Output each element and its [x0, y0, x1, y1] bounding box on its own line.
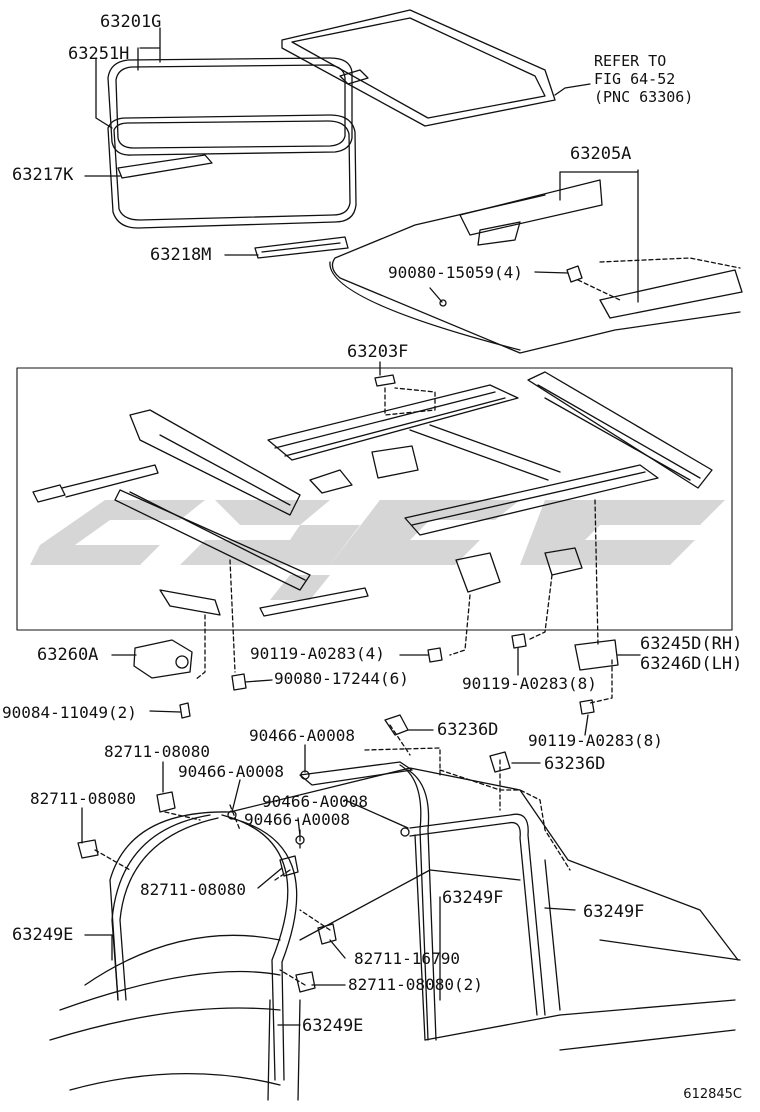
label-90466-c: 90466-A0008 [262, 792, 368, 811]
frame-box [16, 367, 733, 631]
refer-note: REFER TO FIG 64-52 (PNC 63306) [594, 52, 693, 106]
drive-cable [331, 194, 741, 354]
label-90119-a: 90119-A0283(4) [250, 644, 385, 663]
label-63249F-b: 63249F [583, 902, 645, 922]
label-90084-11049: 90084-11049(2) [2, 703, 137, 722]
label-82711-08080-c: 82711-08080 [140, 880, 246, 899]
glass-panel-outline [107, 57, 353, 156]
label-90080-15059: 90080-15059(4) [388, 263, 523, 282]
label-63217K: 63217K [12, 165, 74, 185]
label-63260A: 63260A [37, 645, 99, 665]
drain-hose-front [111, 814, 219, 1001]
label-63205A: 63205A [570, 144, 632, 164]
watermark-logo [30, 500, 725, 600]
vehicle-body [109, 767, 739, 961]
label-82711-16790: 82711-16790 [354, 949, 460, 968]
label-90466-b: 90466-A0008 [178, 762, 284, 781]
refer-line-3: (PNC 63306) [594, 88, 694, 106]
label-82711-08080-d: 82711-08080(2) [348, 975, 483, 994]
label-63201G: 63201G [100, 12, 162, 32]
label-90119-b: 90119-A0283(8) [462, 674, 597, 693]
label-63218M: 63218M [150, 245, 212, 265]
label-63251H: 63251H [68, 44, 130, 64]
label-90466-d: 90466-A0008 [244, 810, 350, 829]
label-90119-c: 90119-A0283(8) [528, 731, 663, 750]
label-63249F-a: 63249F [442, 888, 504, 908]
label-82711-08080-a: 82711-08080 [104, 742, 210, 761]
label-63249E-a: 63249E [12, 925, 74, 945]
label-63246D: 63246D(LH) [640, 654, 743, 674]
label-90080-17244: 90080-17244(6) [274, 669, 409, 688]
refer-line-2: FIG 64-52 [594, 70, 676, 88]
sunroof-motor [133, 639, 193, 679]
seal-outline [107, 114, 357, 229]
label-63236D-b: 63236D [544, 754, 606, 774]
refer-line-1: REFER TO [594, 52, 667, 70]
figure-id: 612845C [683, 1087, 742, 1102]
sunshade-housing [281, 9, 556, 127]
label-63236D-a: 63236D [437, 720, 499, 740]
label-63245D: 63245D(RH) [640, 634, 743, 654]
label-90466-a: 90466-A0008 [249, 726, 355, 745]
label-63203F: 63203F [347, 342, 409, 362]
label-82711-08080-b: 82711-08080 [30, 789, 136, 808]
label-63249E-b: 63249E [302, 1016, 364, 1036]
